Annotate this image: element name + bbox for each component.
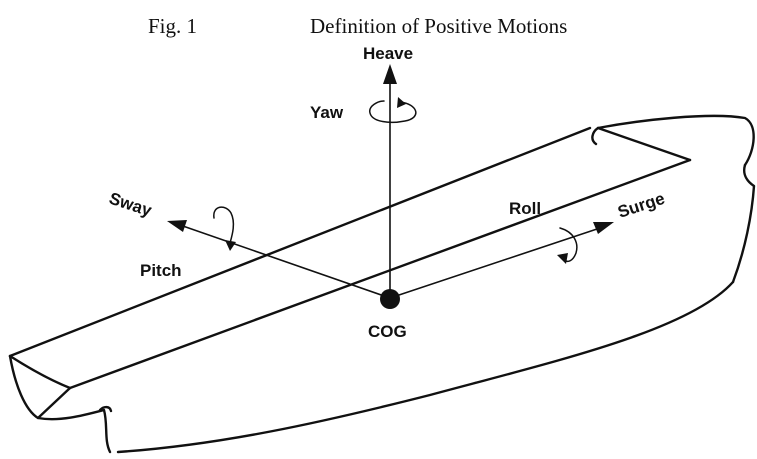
motion-axes xyxy=(167,64,614,309)
surge-axis xyxy=(389,227,601,299)
hull-bow-top xyxy=(8,354,72,390)
roll-label: Roll xyxy=(509,199,541,218)
hull-keel-line xyxy=(116,280,735,454)
heave-label: Heave xyxy=(363,44,413,63)
hull-stern-deck-line xyxy=(596,126,692,162)
yaw-rotation-arrow xyxy=(369,100,417,124)
cog-marker xyxy=(380,289,400,309)
sway-label: Sway xyxy=(107,189,155,221)
yaw-label: Yaw xyxy=(310,103,344,122)
sway-axis xyxy=(179,224,391,299)
heave-arrowhead xyxy=(383,64,397,84)
hull-stern-side xyxy=(731,163,756,284)
hull-stern-top xyxy=(596,114,755,167)
hull-bow-front xyxy=(8,354,72,420)
figure-title: Definition of Positive Motions xyxy=(310,14,567,38)
hull-bow-anchor xyxy=(98,405,113,413)
hull-deck-far-edge xyxy=(8,126,592,358)
hull-stern-step xyxy=(591,126,600,146)
roll-rotation-arrow xyxy=(559,227,578,263)
hull-deck-near-edge xyxy=(68,158,692,390)
roll-rotation-arrowhead xyxy=(557,253,568,264)
pitch-label: Pitch xyxy=(140,261,182,280)
ship-hull xyxy=(8,114,756,454)
figure-number: Fig. 1 xyxy=(148,14,197,38)
pitch-rotation-arrowhead xyxy=(225,240,236,251)
sway-arrowhead xyxy=(167,220,187,232)
yaw-rotation-arrowhead xyxy=(397,97,406,108)
rotation-arrows xyxy=(213,97,578,264)
cog-label: COG xyxy=(368,322,407,341)
pitch-rotation-arrow xyxy=(213,206,235,244)
surge-label: Surge xyxy=(615,189,667,222)
hull-bow-lower xyxy=(36,408,112,454)
surge-arrowhead xyxy=(593,222,614,234)
